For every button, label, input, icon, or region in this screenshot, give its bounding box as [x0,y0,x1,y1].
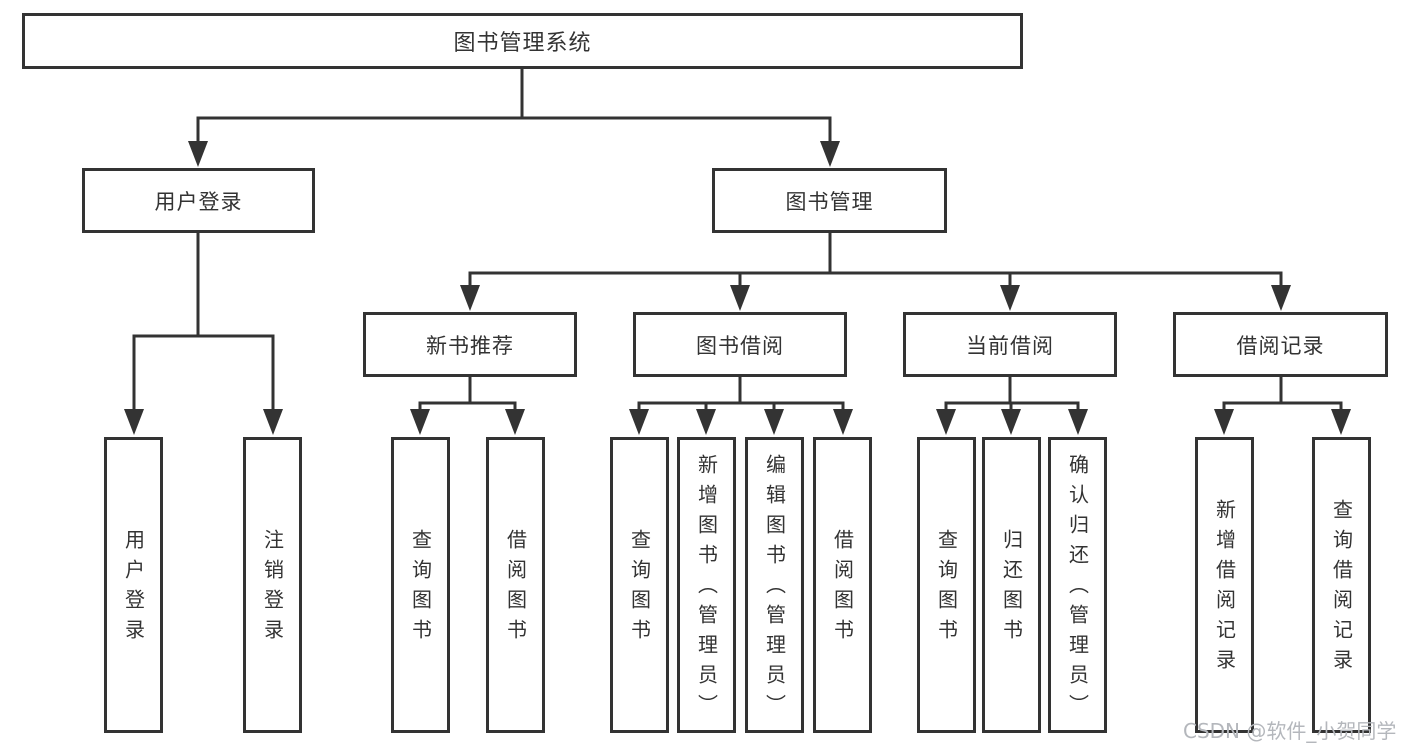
arrowhead-icon [730,285,750,311]
node-library-management-system: 图书管理系统 [22,13,1023,69]
leaf-add-borrow-record: 新增借阅记录 [1195,437,1254,733]
node-label: 图书管理系统 [453,31,592,56]
leaf-label: 用户登录 [121,529,146,649]
leaf-label: 查询图书 [934,529,959,649]
leaf-query-books-current: 查询图书 [917,437,976,733]
node-label: 借阅记录 [1236,333,1325,358]
leaf-label: 新增图书（管理员） [694,454,719,724]
leaf-label: 编辑图书（管理员） [762,454,787,724]
leaf-label: 借阅图书 [503,529,528,649]
leaf-user-login: 用户登录 [104,437,163,733]
connector-user-login-bracket [132,334,275,416]
csdn-watermark: CSDN @软件_小贺同学 [1183,719,1397,743]
node-label: 当前借阅 [966,333,1054,358]
leaf-label: 新增借阅记录 [1212,499,1237,679]
connector-records-bracket [1222,401,1343,417]
arrowhead-icon [1271,285,1291,311]
node-book-borrowing: 图书借阅 [633,312,847,377]
node-new-book-recommendation: 新书推荐 [363,312,577,377]
arrowhead-icon [936,409,956,435]
leaf-label: 注销登录 [260,529,285,649]
node-label: 图书管理 [785,189,874,214]
leaf-logout: 注销登录 [243,437,302,733]
arrowhead-icon [188,141,208,167]
arrowhead-icon [1068,409,1088,435]
leaf-add-books-admin: 新增图书（管理员） [677,437,736,733]
node-book-management: 图书管理 [712,168,947,233]
connector-recommend-bracket [418,401,517,417]
leaf-label: 确认归还（管理员） [1065,454,1090,724]
arrowhead-icon [696,409,716,435]
node-borrowing-records: 借阅记录 [1173,312,1388,377]
leaf-edit-books-admin: 编辑图书（管理员） [745,437,804,733]
arrowhead-icon [263,409,283,435]
leaf-label: 查询图书 [627,529,652,649]
node-current-borrowing: 当前借阅 [903,312,1117,377]
arrowhead-icon [410,409,430,435]
arrowhead-icon [833,409,853,435]
connector-root-bracket [196,116,832,150]
arrowhead-icon [629,409,649,435]
leaf-query-borrow-record: 查询借阅记录 [1312,437,1371,733]
connector-borrowing-bracket [637,401,845,417]
leaf-borrow-books: 借阅图书 [813,437,872,733]
arrowhead-icon [1214,409,1234,435]
arrowhead-icon [820,141,840,167]
leaf-query-books-borrowing: 查询图书 [610,437,669,733]
arrowhead-icon [764,409,784,435]
arrowhead-icon [460,285,480,311]
node-label: 新书推荐 [426,333,514,358]
leaf-label: 查询借阅记录 [1329,499,1354,679]
leaf-label: 归还图书 [999,529,1024,649]
arrowhead-icon [1001,409,1021,435]
leaf-borrow-books-recommend: 借阅图书 [486,437,545,733]
arrowhead-icon [1331,409,1351,435]
leaf-query-books-recommend: 查询图书 [391,437,450,733]
node-label: 图书借阅 [696,333,784,358]
leaf-confirm-return-admin: 确认归还（管理员） [1048,437,1107,733]
arrowhead-icon [505,409,525,435]
arrowhead-icon [1000,285,1020,311]
node-label: 用户登录 [154,189,243,214]
leaf-return-books: 归还图书 [982,437,1041,733]
leaf-label: 借阅图书 [830,529,855,649]
leaf-label: 查询图书 [408,529,433,649]
node-user-login: 用户登录 [82,168,315,233]
arrowhead-icon [124,409,144,435]
connector-level3-bracket [468,271,1283,296]
